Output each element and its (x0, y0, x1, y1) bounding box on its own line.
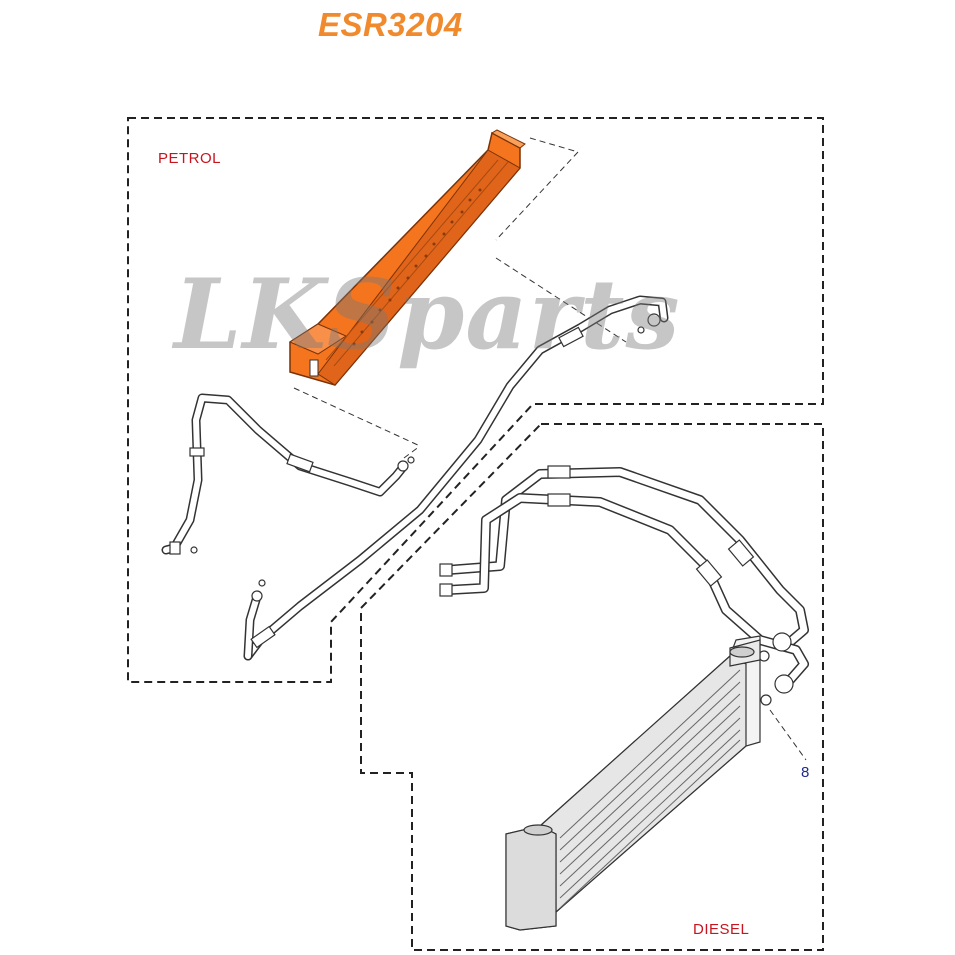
diesel-cooler-pipes (443, 467, 809, 685)
petrol-pipe-fittings (169, 447, 415, 555)
leader-lines (293, 137, 807, 761)
diesel-label: DIESEL (693, 921, 750, 938)
watermark: LKSparts (174, 258, 681, 371)
diesel-region-boundary (360, 423, 824, 951)
petrol-feed-pipe (243, 295, 669, 661)
callout-8: 8 (801, 764, 810, 781)
petrol-return-pipe (161, 393, 409, 555)
part-number-title: ESR3204 (318, 6, 463, 43)
diesel-pipe-fittings (439, 465, 794, 706)
petrol-oil-cooler (288, 129, 526, 386)
petrol-label: PETROL (158, 150, 222, 167)
diesel-oil-cooler (505, 635, 761, 931)
petrol-region-boundary (127, 117, 824, 683)
petrol-feed-fittings (250, 313, 661, 649)
